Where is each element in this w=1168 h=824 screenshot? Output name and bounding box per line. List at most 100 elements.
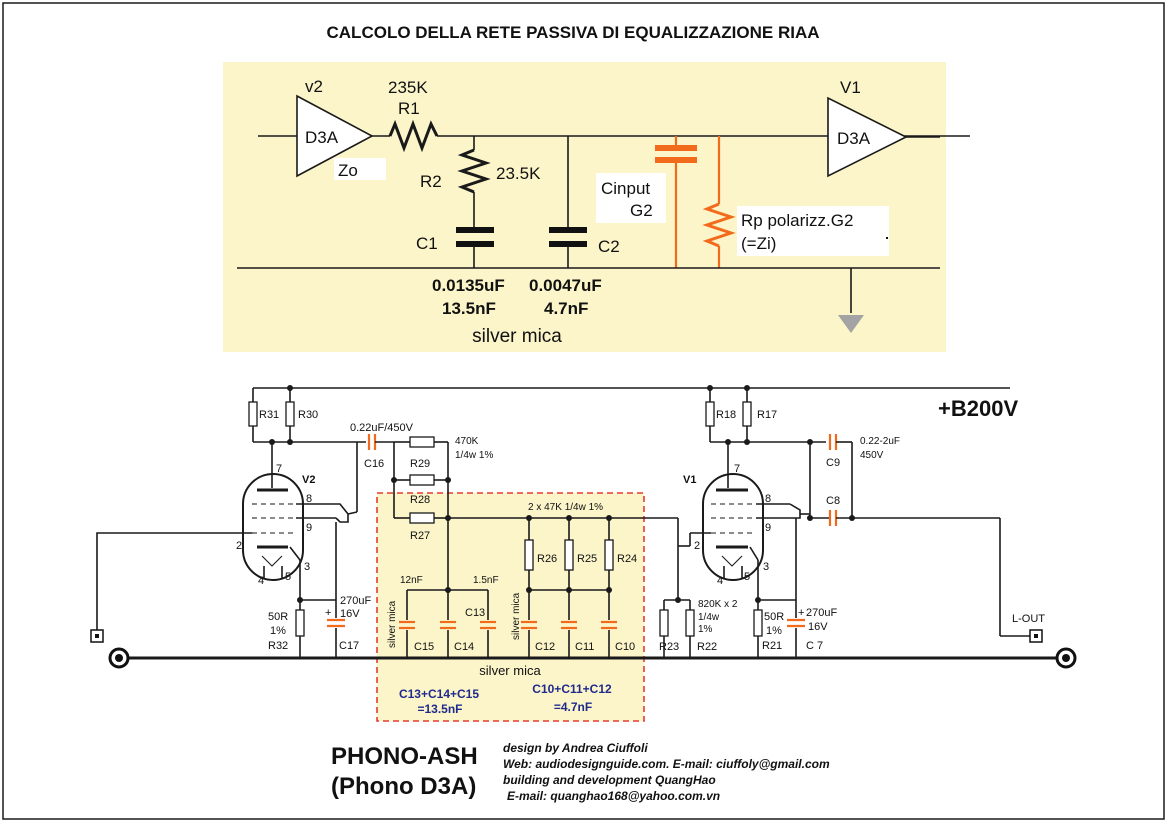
r2-resistor <box>457 148 491 194</box>
c8-label: C8 <box>826 495 840 507</box>
v1-pin8: 8 <box>765 493 771 505</box>
r21-resistor <box>753 609 763 637</box>
silver-mica-right: silver mica <box>511 592 522 640</box>
r23-resistor <box>659 609 669 637</box>
c9-label: C9 <box>826 457 840 469</box>
footer: PHONO-ASH (Phono D3A) design by Andrea C… <box>331 741 830 803</box>
rp-box <box>737 206 889 256</box>
page-title: CALCOLO DELLA RETE PASSIVA DI EQUALIZZAZ… <box>327 23 820 42</box>
silver-mica-bottom: silver mica <box>479 663 541 678</box>
r30-resistor <box>285 401 295 427</box>
tube-v1-label: V1 <box>683 474 696 486</box>
rp-label: Rp polarizz.G2 <box>741 211 853 230</box>
c2-nf: 4.7nF <box>544 299 588 318</box>
amp-v1-name: V1 <box>840 78 861 97</box>
cap-12nf: 12nF <box>400 575 423 586</box>
tube-v2-icon <box>242 473 304 581</box>
r31-label: R31 <box>259 409 279 421</box>
r25-resistor <box>564 539 574 571</box>
product-name: PHONO-ASH <box>331 743 478 770</box>
r26-label: R26 <box>537 553 557 565</box>
r18-resistor <box>705 401 715 427</box>
rp-resistor <box>702 202 736 248</box>
c16-label: C16 <box>364 458 384 470</box>
rp-zi: (=Zi) <box>741 234 776 253</box>
r2-value: 23.5K <box>496 164 541 183</box>
riaa-network-panel: v2 D3A Zo 235K R1 R2 23.5K C1 C2 Cinput … <box>223 62 970 352</box>
c13-label: C13 <box>465 607 485 619</box>
silver-mica-left: silver mica <box>387 600 398 648</box>
zo-label: Zo <box>338 161 358 180</box>
r1-value: 235K <box>388 78 428 97</box>
c14-capacitor <box>440 590 456 658</box>
r24-resistor <box>604 539 614 571</box>
c1-uf: 0.0135uF <box>432 276 505 295</box>
c10-label: C10 <box>615 641 635 653</box>
c14-label: C14 <box>454 641 474 653</box>
r27-label: R27 <box>410 530 430 542</box>
c17-value: 270uF <box>340 595 371 607</box>
v2-pin4: 4 <box>258 575 264 587</box>
c17-voltage: 16V <box>340 608 360 620</box>
credit-builder: building and development QuangHao <box>503 773 716 787</box>
r18-label: R18 <box>716 409 736 421</box>
cinput-label: Cinput <box>601 179 650 198</box>
r1-resistor <box>388 119 439 153</box>
r-rating: 1/4w 1% <box>455 450 493 461</box>
r32-label: R32 <box>268 640 288 652</box>
r27-resistor <box>409 512 435 524</box>
v2-pin8: 8 <box>306 493 312 505</box>
r28-resistor <box>409 474 435 486</box>
r22-label: R22 <box>697 641 717 653</box>
r22-resistor <box>685 609 695 637</box>
r32-tolerance: 1% <box>270 625 286 637</box>
r21-tolerance: 1% <box>766 625 782 637</box>
riaa-network-box <box>376 492 645 722</box>
v1-pin5: 5 <box>744 571 750 583</box>
sum-left-value: =13.5nF <box>417 702 462 716</box>
amp-v1-symbol <box>827 96 908 178</box>
v1-pin3: 3 <box>763 561 769 573</box>
amp-v2-symbol <box>296 94 374 178</box>
c7-plus: + <box>798 607 804 619</box>
c1-nf: 13.5nF <box>442 299 496 318</box>
product-subname: (Phono D3A) <box>331 773 476 800</box>
cinput-g2: G2 <box>630 201 653 220</box>
r25-label: R25 <box>577 553 597 565</box>
r17-label: R17 <box>757 409 777 421</box>
c10-capacitor <box>601 590 617 658</box>
tube-v1-icon <box>702 473 764 581</box>
c7-value: 270uF <box>806 607 837 619</box>
v2-pin3: 3 <box>304 561 310 573</box>
credit-email: E-mail: quanghao168@yahoo.com.vn <box>507 789 720 803</box>
v1-pin2: 2 <box>694 540 700 552</box>
credit-designer: design by Andrea Ciuffoli <box>503 741 648 755</box>
v1-pin7: 7 <box>734 463 740 475</box>
r23-label: R23 <box>659 641 679 653</box>
supply-label: +B200V <box>938 396 1018 421</box>
ground-arrow-icon <box>838 315 864 333</box>
c2-label: C2 <box>598 237 620 256</box>
c11-capacitor <box>561 590 577 658</box>
c15-label: C15 <box>414 641 434 653</box>
credit-web: Web: audiodesignguide.com. E-mail: ciuff… <box>503 757 830 771</box>
amp-v2-label: D3A <box>305 128 339 147</box>
v1-pin9: 9 <box>765 522 771 534</box>
r1-label: R1 <box>398 99 420 118</box>
r32-resistor <box>295 609 305 637</box>
phono-schematic: +B200V R31 R30 7 <box>90 385 1077 722</box>
r31-resistor <box>248 401 258 427</box>
amp-v1-label: D3A <box>837 129 871 148</box>
cap-1-5nf: 1.5nF <box>473 575 499 586</box>
sum-right-value: =4.7nF <box>554 700 592 714</box>
c17-plus: + <box>325 607 331 619</box>
r2-label: R2 <box>420 172 442 191</box>
sum-right: C10+C11+C12 <box>532 682 612 696</box>
r21-label: R21 <box>762 640 782 652</box>
r28-label: R28 <box>410 494 430 506</box>
c1-label: C1 <box>416 234 438 253</box>
v2-pin7: 7 <box>276 463 282 475</box>
